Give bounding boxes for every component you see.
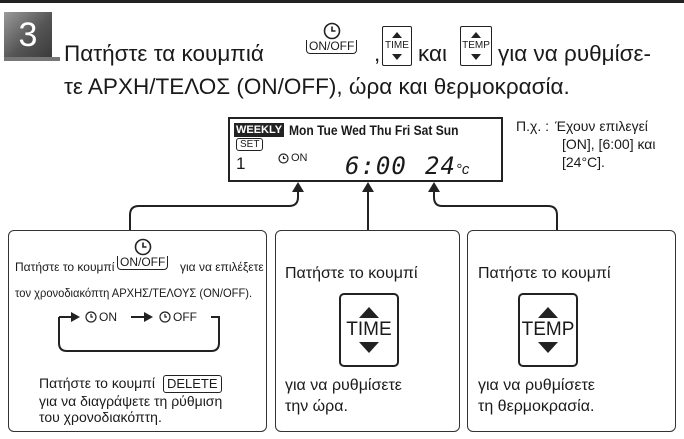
temp-button-label: TEMP <box>521 319 575 340</box>
panel-left-text1: Πατήστε το κουμπί <box>15 260 115 274</box>
step-number-badge: 3 <box>4 12 52 58</box>
panel-right-text1: Πατήστε το κουμπί <box>478 265 611 282</box>
clock-icon <box>134 238 151 256</box>
heading-line1-part2: για να ρυθμίσε- <box>498 41 652 66</box>
down-arrow-icon <box>392 54 402 60</box>
lcd-program-number: 1 <box>236 154 246 173</box>
onoff-label: ON/OFF <box>117 256 169 270</box>
lcd-time: 6:00 <box>345 152 407 180</box>
heading-line2: τε ΑΡΧΗ/ΤΕΛΟΣ (ON/OFF), ώρα και θερμοκρα… <box>64 74 570 99</box>
onoff-button: ON/OFF <box>117 238 169 270</box>
onoff-button-inline: ON/OFF <box>306 22 358 54</box>
panel-right-text2: για να ρυθμίσετε <box>478 377 595 394</box>
up-arrow-icon <box>538 307 558 318</box>
panel-left-text3: τον χρονοδιακόπτη ΑΡΧΗΣ/ΤΕΛΟΥΣ (ON/OFF). <box>15 286 253 300</box>
down-arrow-icon <box>471 54 481 60</box>
panel-mid-text2: για να ρυθμίσετε <box>285 377 402 394</box>
cycle-on-label: ON <box>99 310 117 324</box>
panel-time: Πατήστε το κουμπί TIME για να ρυθμίσετε … <box>275 230 460 432</box>
delete-text3: του χρονοδιακόπτη. <box>39 409 162 425</box>
cycle-loop <box>58 312 220 352</box>
lcd-days: Mon Tue Wed Thu Fri Sat Sun <box>289 122 459 138</box>
lcd-temp-unit: °c <box>455 161 470 178</box>
time-button: TIME <box>339 293 399 367</box>
weekly-badge: WEEKLY <box>234 123 285 137</box>
temp-button: TEMP <box>518 293 578 367</box>
heading-line1-part1: Πατήστε τα κουμπιά <box>64 41 264 66</box>
clock-icon <box>323 22 340 40</box>
heading-comma: , <box>374 41 381 66</box>
up-arrow-icon <box>392 32 402 38</box>
clock-icon <box>278 152 289 164</box>
delete-button: DELETE <box>162 374 222 393</box>
time-button-label: TIME <box>346 319 392 340</box>
panel-mid-text3: την ώρα. <box>285 398 348 415</box>
panel-right-text3: τη θερμοκρασία. <box>478 398 595 415</box>
time-button-inline: TIME <box>382 26 412 66</box>
down-arrow-icon <box>538 342 558 353</box>
heading-and: και <box>418 41 447 66</box>
clock-icon <box>85 311 97 323</box>
panel-onoff: Πατήστε το κουμπί ON/OFF για να επιλέξετ… <box>8 230 267 432</box>
lcd-on-label: ON <box>291 152 308 164</box>
example-line3: [24°C]. <box>562 154 605 170</box>
example-prefix: Π.χ. : <box>516 118 550 134</box>
delete-text1: Πατήστε το κουμπί <box>39 375 155 391</box>
up-arrow-icon <box>471 32 481 38</box>
clock-icon <box>159 311 171 323</box>
down-arrow-icon <box>359 342 379 353</box>
onoff-label: ON/OFF <box>306 40 358 54</box>
temp-label: TEMP <box>462 40 490 51</box>
delete-text2: για να διαγράψετε τη ρύθμιση <box>39 393 223 409</box>
step-underline <box>4 57 60 61</box>
panel-mid-text1: Πατήστε το κουμπί <box>285 265 418 282</box>
set-badge: SET <box>236 138 264 151</box>
lcd-display: WEEKLY Mon Tue Wed Thu Fri Sat Sun SET 1… <box>228 117 503 182</box>
time-label: TIME <box>385 40 409 51</box>
up-arrow-icon <box>359 307 379 318</box>
example-line2: [ON], [6:00] και <box>562 136 656 152</box>
panel-temp: Πατήστε το κουμπί TEMP για να ρυθμίσετε … <box>467 230 676 432</box>
top-rule <box>0 0 684 3</box>
example-line1: Έχουν επιλεγεί <box>555 118 648 134</box>
temp-button-inline: TEMP <box>460 26 492 66</box>
example-note: Π.χ. : Έχουν επιλεγεί [ON], [6:00] και [… <box>516 117 656 171</box>
panel-left-text2: για να επιλέξετε <box>180 260 264 274</box>
cycle-off-label: OFF <box>173 310 197 324</box>
lcd-temp: 24 <box>425 152 456 180</box>
